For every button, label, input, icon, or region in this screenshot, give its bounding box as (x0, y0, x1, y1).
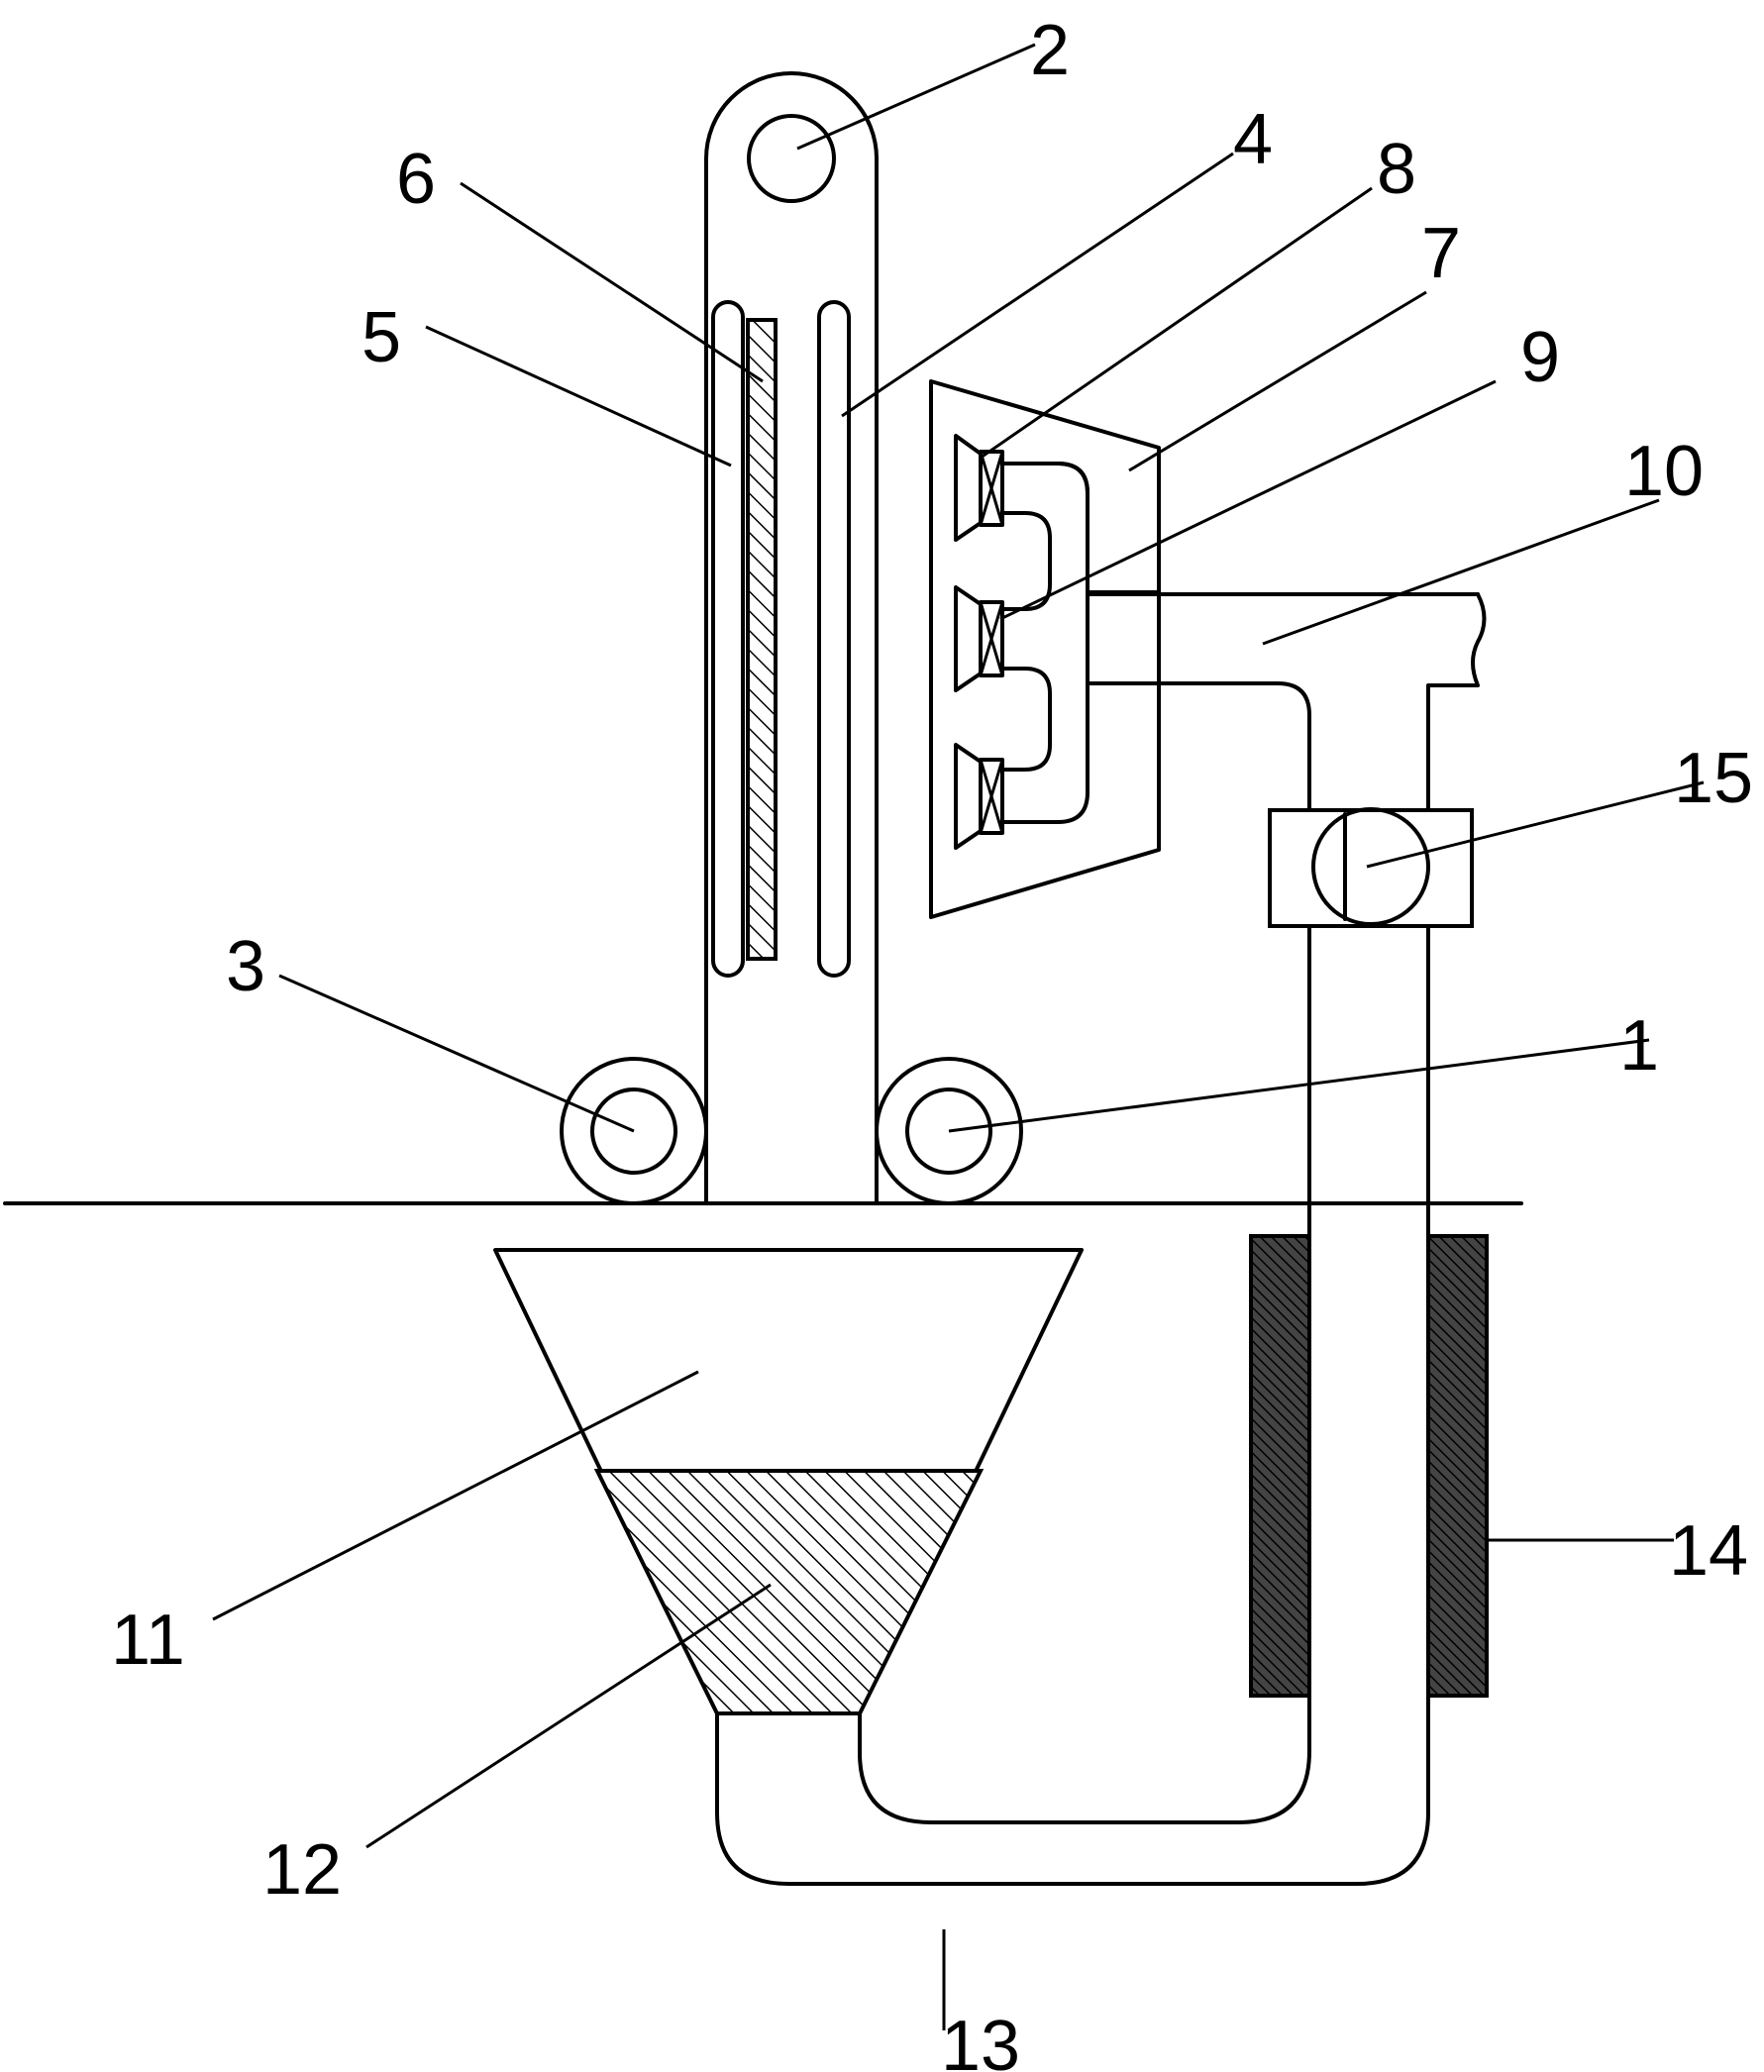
label-2: 2 (1030, 11, 1070, 90)
sediment (593, 1469, 985, 1715)
leader-9 (999, 379, 1497, 621)
bottom-right-roller-inner (905, 1088, 992, 1175)
label-8: 8 (1377, 130, 1416, 209)
suction-housing (929, 379, 1161, 919)
suction-pipe-break (1426, 592, 1487, 812)
manifold-outlet (1056, 462, 1161, 735)
nozzle-cone-middle (954, 585, 983, 692)
leader-11 (212, 1370, 699, 1621)
label-13: 13 (941, 2007, 1020, 2072)
label-7: 7 (1421, 214, 1461, 293)
heating-jacket-left (1249, 1234, 1311, 1698)
label-15: 15 (1674, 739, 1753, 818)
leader-15 (1366, 780, 1705, 869)
nozzle-cone-top (954, 434, 983, 542)
leader-1 (948, 1038, 1650, 1133)
nozzle-valve-top-x2 (979, 451, 1004, 526)
label-14: 14 (1669, 1511, 1748, 1591)
leader-12 (365, 1583, 772, 1849)
top-roller-inner (747, 114, 836, 203)
u-pipe-outer (715, 1711, 1430, 1886)
valve-disc (1311, 807, 1430, 926)
valve-body (1268, 808, 1474, 928)
nozzle-cone-bottom (954, 743, 983, 850)
u-pipe-inner (858, 1694, 1311, 1824)
hatched-plate (746, 318, 778, 961)
label-3: 3 (226, 927, 265, 1006)
nozzle-valve-middle-x2 (979, 601, 1004, 676)
label-9: 9 (1520, 318, 1560, 397)
label-6: 6 (396, 140, 436, 219)
leader-10 (1262, 498, 1660, 646)
suction-pipe-bottom (1086, 681, 1311, 812)
leader-2 (796, 43, 1036, 151)
leader-8 (980, 186, 1373, 460)
manifold-inner-path (1000, 511, 1052, 772)
belt-inner-right-segment (817, 300, 851, 978)
label-12: 12 (262, 1830, 342, 1910)
label-10: 10 (1624, 432, 1704, 511)
leader-3 (278, 974, 635, 1133)
bottom-left-roller-inner (590, 1088, 677, 1175)
leader-5 (425, 325, 732, 467)
nozzle-valve-middle (979, 600, 1004, 677)
nozzle-valve-bottom (979, 758, 1004, 835)
leader-4 (841, 152, 1234, 418)
label-11: 11 (111, 1601, 185, 1680)
heating-jacket-right (1426, 1234, 1489, 1698)
label-1: 1 (1619, 1006, 1659, 1086)
leader-6 (460, 181, 764, 383)
leader-7 (1128, 290, 1427, 472)
belt-inner-left-segment (711, 300, 745, 978)
conveyor-belt (704, 71, 879, 1205)
label-5: 5 (362, 298, 401, 377)
nozzle-row (954, 434, 1004, 850)
label-4: 4 (1233, 100, 1273, 179)
nozzle-valve-bottom-x2 (979, 759, 1004, 834)
